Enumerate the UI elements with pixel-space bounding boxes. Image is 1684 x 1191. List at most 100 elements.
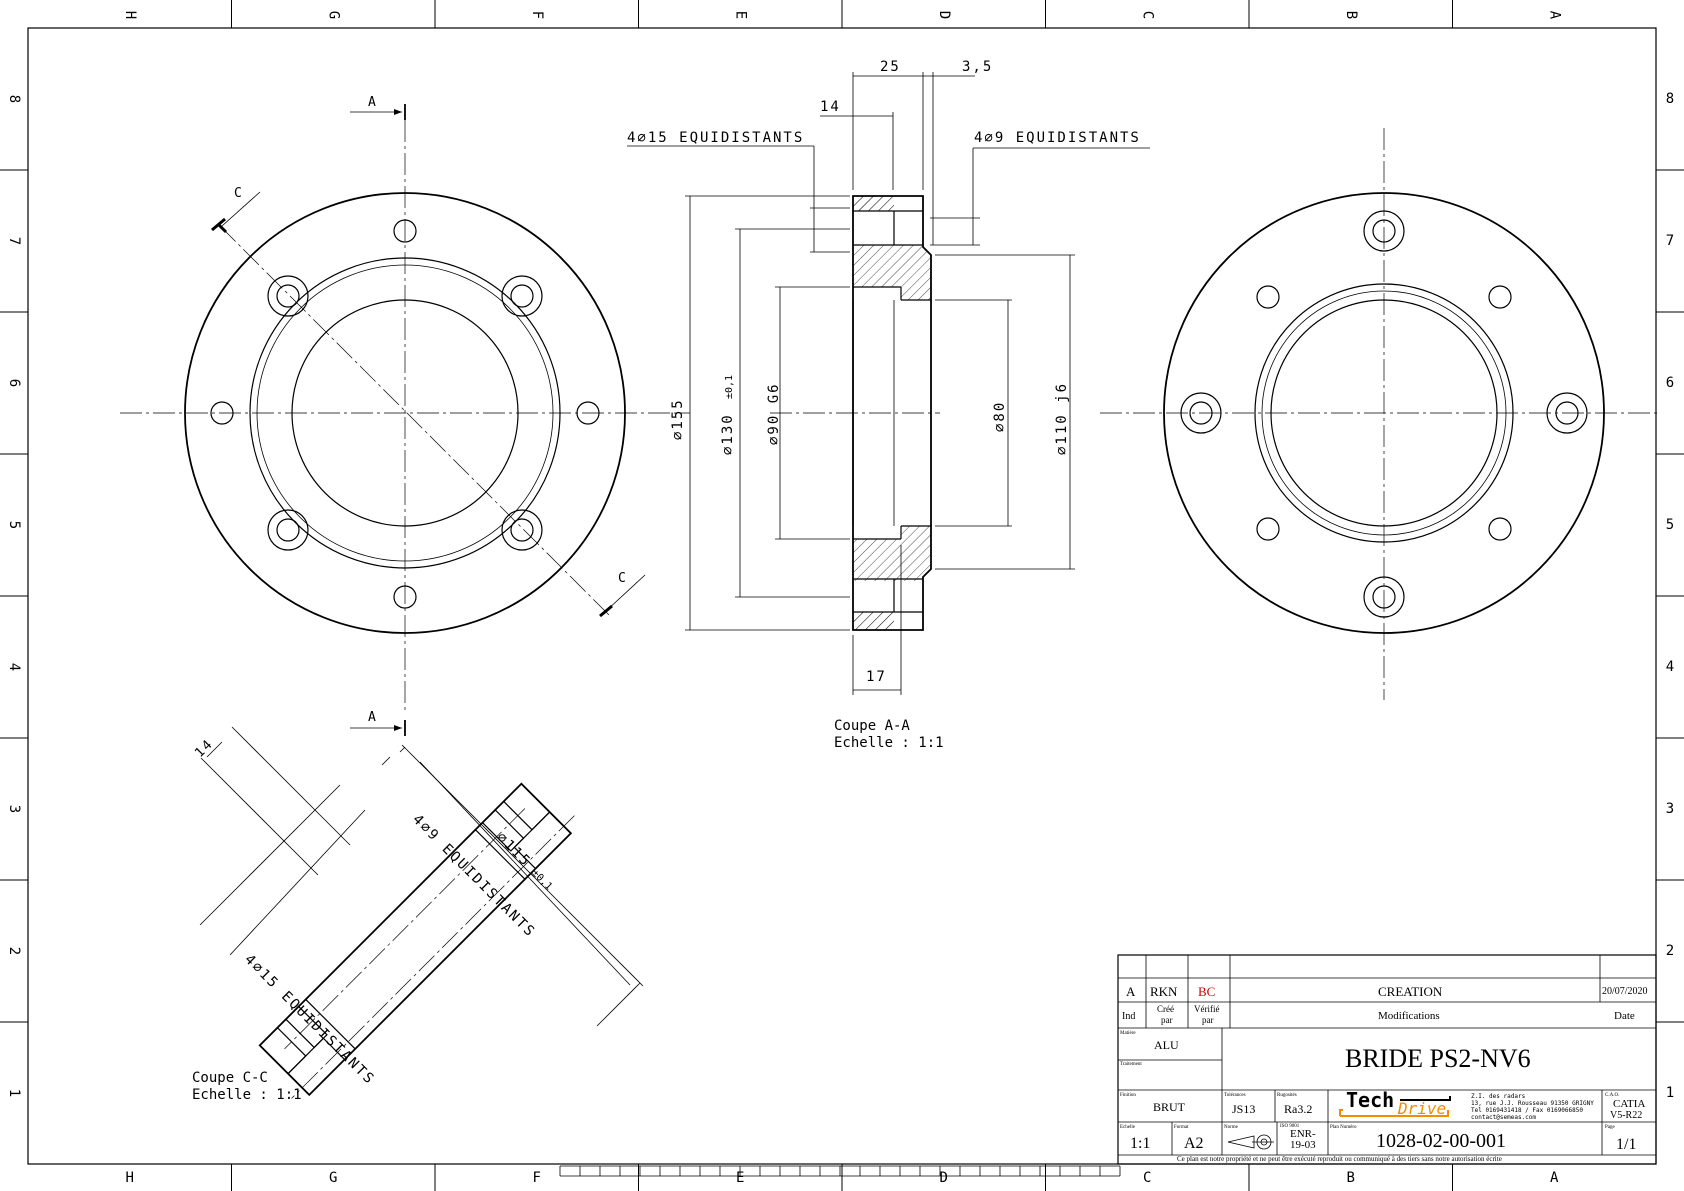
plan-number: 1028-02-00-001 [1376, 1130, 1506, 1152]
footer-note: Ce plan est notre propriété et ne peut ê… [1177, 1155, 1502, 1163]
bottom-ruler [559, 1165, 1121, 1177]
rev-description: CREATION [1378, 984, 1443, 999]
zone-col-bottom-C: C [1143, 1170, 1151, 1186]
hdr-ind: Ind [1122, 1011, 1135, 1022]
lbl-rugosite: Rugosités [1277, 1093, 1297, 1098]
lbl-format: Format [1174, 1125, 1189, 1130]
zone-row-right-3: 3 [1666, 801, 1674, 817]
zone-row-left-5: 5 [6, 521, 22, 529]
zone-row-left-1: 1 [6, 1089, 22, 1097]
cc-dim-holes-15: 4∅15 EQUIDISTANTS [241, 952, 378, 1089]
zone-col-top-C: C [1139, 11, 1155, 19]
zone-row-left-7: 7 [6, 237, 22, 245]
section-aa-scale: Echelle : 1:1 [834, 735, 944, 751]
zone-row-left-2: 2 [6, 947, 22, 955]
zone-row-left-8: 8 [6, 95, 22, 103]
zone-row-left-3: 3 [6, 805, 22, 813]
lbl-matiere: Matière [1120, 1031, 1136, 1036]
lbl-iso: ISO 9001 [1280, 1124, 1300, 1129]
dim-dia-110: ∅110 j6 [1054, 382, 1070, 455]
rev-created-by: RKN [1150, 984, 1178, 999]
zone-col-bottom-H: H [126, 1170, 134, 1186]
zone-col-top-D: D [936, 11, 952, 19]
zone-col-top-H: H [122, 11, 138, 19]
part-name: BRIDE PS2-NV6 [1345, 1044, 1531, 1073]
rev-index: A [1126, 984, 1136, 999]
cao-1: CATIA [1613, 1098, 1645, 1110]
zone-row-right-8: 8 [1666, 91, 1674, 107]
zone-col-bottom-G: G [329, 1170, 337, 1186]
zone-col-bottom-E: E [736, 1170, 744, 1186]
zone-col-bottom-D: D [940, 1170, 948, 1186]
first-angle-projection-icon [1227, 1134, 1274, 1150]
section-aa-view: 25 3,5 14 4∅15 EQUIDISTANTS 4∅9 EQUIDIST… [627, 59, 1150, 751]
zone-row-right-2: 2 [1666, 943, 1674, 959]
zone-col-top-B: B [1343, 11, 1359, 19]
dim-holes-9: 4∅9 EQUIDISTANTS [974, 130, 1141, 146]
address-line-3: Tel 0169431418 / Fax 0169066850 [1471, 1107, 1583, 1114]
zone-row-right-4: 4 [1666, 659, 1674, 675]
cc-dim-dia-115: ∅115 [493, 830, 534, 871]
address-line-4: contact@semeas.com [1471, 1114, 1536, 1121]
back-view [1100, 128, 1660, 700]
section-c-label-top: C [234, 186, 242, 201]
section-aa-caption: Coupe A-A [834, 718, 910, 734]
zone-col-bottom-A: A [1550, 1170, 1559, 1186]
techdrive-logo: Tech Drive [1339, 1088, 1451, 1118]
hdr-modifications: Modifications [1378, 1010, 1440, 1022]
lbl-finition: Finition [1120, 1093, 1136, 1098]
section-cc-view: 14 4∅9 EQUIDISTANTS ∅115 ±0,1 4∅15 EQUID… [192, 726, 644, 1103]
logo-text-drive: Drive [1397, 1099, 1446, 1118]
zone-row-right-5: 5 [1666, 517, 1674, 533]
lbl-page: Page [1605, 1125, 1616, 1130]
zone-col-bottom-B: B [1347, 1170, 1355, 1186]
echelle-value: 1:1 [1130, 1135, 1150, 1152]
dim-holes-15: 4∅15 EQUIDISTANTS [627, 130, 804, 146]
zone-row-right-6: 6 [1666, 375, 1674, 391]
dim-dia-155: ∅155 [670, 398, 686, 440]
hdr-verif-2: par [1202, 1015, 1214, 1025]
dim-dia-90: ∅90 G6 [766, 382, 782, 445]
cao-2: V5-R22 [1610, 1110, 1642, 1121]
format-value: A2 [1184, 1135, 1204, 1152]
section-cc-scale: Echelle : 1:1 [192, 1087, 302, 1103]
zone-row-right-1: 1 [1666, 1085, 1674, 1101]
dim-dia-130: ∅130 [720, 413, 736, 455]
lbl-plan: Plan Numéro [1330, 1125, 1357, 1130]
front-view: A A C C [120, 95, 690, 736]
rugosite-value: Ra3.2 [1284, 1102, 1312, 1116]
finition-value: BRUT [1153, 1100, 1186, 1114]
zone-col-top-A: A [1546, 11, 1562, 20]
section-a-label-bottom: A [368, 710, 376, 725]
section-c-label-bottom: C [618, 571, 626, 586]
dim-dia-130-tol: ±0,1 [724, 375, 735, 399]
dim-dia-80: ∅80 [992, 401, 1008, 432]
hdr-date: Date [1614, 1010, 1635, 1022]
lbl-norme: Norme [1224, 1125, 1239, 1130]
zone-col-top-F: F [529, 11, 545, 19]
page-value: 1/1 [1616, 1136, 1636, 1153]
lbl-echelle: Echelle [1120, 1125, 1136, 1130]
zone-row-right-7: 7 [1666, 233, 1674, 249]
logo-text-tech: Tech [1346, 1088, 1394, 1112]
matiere-value: ALU [1154, 1038, 1179, 1052]
iso-2: 19-03 [1290, 1139, 1316, 1151]
lbl-cao: C.A.O. [1605, 1093, 1619, 1098]
zone-row-left-6: 6 [6, 379, 22, 387]
zone-row-left-4: 4 [6, 663, 22, 671]
lbl-traitement: Traitement [1120, 1062, 1142, 1067]
dim-25: 25 [880, 59, 901, 75]
tolerances-value: JS13 [1232, 1102, 1255, 1116]
dim-3-5: 3,5 [962, 59, 993, 75]
zone-col-top-G: G [325, 11, 341, 19]
hdr-verif-1: Vérifié [1194, 1004, 1219, 1014]
rev-checked-by: BC [1198, 984, 1215, 999]
zone-col-top-E: E [732, 11, 748, 19]
title-block: A RKN BC CREATION 20/07/2020 Ind Créé pa… [1117, 954, 1657, 1165]
dim-14: 14 [820, 99, 841, 115]
lbl-tolerances: Tolérances [1224, 1093, 1246, 1098]
section-a-label-top: A [368, 95, 376, 110]
dim-17: 17 [866, 669, 887, 685]
